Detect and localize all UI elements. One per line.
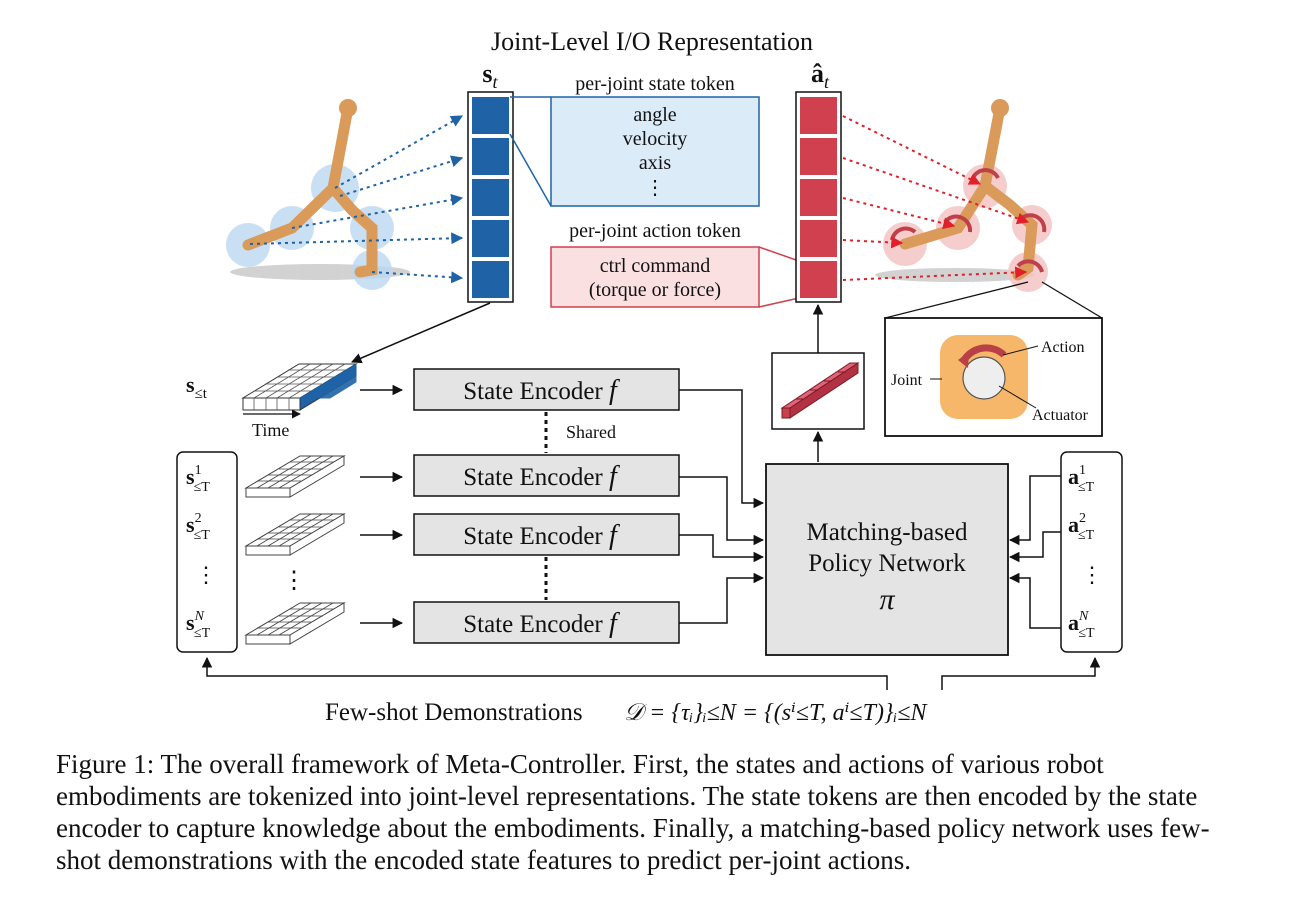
inset-joint-label: Joint: [891, 372, 923, 389]
state-token: [472, 97, 509, 134]
state-token-line: ⋮: [645, 177, 665, 199]
encoder-label: State Encoder: [463, 611, 603, 638]
actions-to-policy-arrows: [1008, 475, 1061, 629]
state-token: [472, 179, 509, 216]
action-mapping-arrows: [842, 115, 1030, 281]
svg-text:State Encoder f: State Encoder f: [463, 608, 620, 639]
action-vector: ât: [795, 59, 842, 303]
demo-state-grids: [244, 455, 346, 645]
demo-actions-box: a1≤T a2≤T ⋮ aN≤T: [1060, 451, 1123, 653]
robot-right-illustration: [875, 99, 1052, 292]
action-token: [800, 179, 837, 216]
action-token-callout: per-joint action token ctrl command (tor…: [550, 220, 800, 308]
action-token-line: ctrl command: [600, 255, 711, 277]
state-vector: st: [467, 59, 514, 303]
encoder-to-policy-arrows: [679, 389, 765, 624]
encoder-label: State Encoder: [463, 464, 603, 491]
encoder-symbol: f: [609, 520, 620, 551]
demo-states-box: s1≤T s2≤T ⋮ sN≤T: [176, 451, 238, 653]
encoder-symbol: f: [609, 375, 620, 406]
policy-label-line: Policy Network: [808, 550, 966, 577]
action-token-heading: per-joint action token: [569, 220, 741, 242]
grid-ellipsis: ⋮: [282, 568, 306, 594]
demo-state-ellipsis: ⋮: [195, 562, 217, 587]
action-token-line: (torque or force): [589, 279, 721, 301]
state-encoder-demo-n: State Encoder f: [413, 601, 680, 644]
encoder-symbol: f: [609, 608, 620, 639]
demo-state-n: sN≤T: [186, 609, 211, 641]
state-token-heading: per-joint state token: [575, 73, 735, 95]
demo-state-2: s2≤T: [186, 511, 210, 543]
action-token: [800, 220, 837, 257]
diagram-title: Joint-Level I/O Representation: [491, 27, 813, 56]
state-encoder-demo-2: State Encoder f: [413, 513, 680, 556]
state-token: [472, 138, 509, 175]
state-encoder-demo-1: State Encoder f: [413, 454, 680, 497]
framework-diagram: Joint-Level I/O Representation st per-jo…: [176, 27, 1123, 726]
action-token: [800, 97, 837, 134]
shared-label: Shared: [566, 422, 616, 442]
policy-symbol: π: [879, 583, 895, 616]
grid-to-encoder-arrows: [360, 384, 404, 629]
action-vector-label: ât: [811, 59, 830, 92]
inset-action-label: Action: [1041, 339, 1085, 356]
figure-caption: Figure 1: The overall framework of Meta-…: [56, 749, 1210, 875]
robot-left-illustration: [226, 99, 410, 290]
encoder-label: State Encoder: [463, 378, 603, 405]
demonstrations-feed-arrows: [201, 656, 1101, 690]
arrow-state-to-grid: [351, 302, 491, 364]
inset-actuator-label: Actuator: [1032, 407, 1089, 424]
output-token-block: [771, 352, 865, 430]
time-label: Time: [252, 420, 289, 440]
joint-inset: Action Joint Actuator: [884, 281, 1103, 437]
state-token-line: axis: [639, 152, 671, 174]
policy-label-line: Matching-based: [806, 519, 968, 546]
encoder-symbol: f: [609, 461, 620, 492]
demo-action-n: aN≤T: [1068, 609, 1095, 641]
state-token-line: angle: [633, 104, 676, 126]
state-token: [472, 261, 509, 298]
state-token-callout: per-joint state token angle velocity axi…: [509, 73, 760, 207]
state-token-line: velocity: [623, 128, 687, 150]
demonstrations-label: Few-shot Demonstrations: [325, 699, 583, 726]
action-token: [800, 138, 837, 175]
svg-text:State Encoder f: State Encoder f: [463, 520, 620, 551]
query-state-grid: s≤t Time: [186, 363, 358, 440]
demonstrations-formula: 𝒟 = {τᵢ}ᵢ≤N = {(sⁱ≤T, aⁱ≤T)}ᵢ≤N: [624, 700, 929, 726]
state-encoder-query: State Encoder f: [413, 368, 680, 411]
demo-state-1: s1≤T: [186, 463, 210, 495]
svg-text:State Encoder f: State Encoder f: [463, 461, 620, 492]
svg-text:State Encoder f: State Encoder f: [463, 375, 620, 406]
demo-action-2: a2≤T: [1068, 511, 1095, 543]
query-state-label: s≤t: [186, 372, 208, 402]
state-mapping-arrows: [249, 115, 464, 284]
demo-action-ellipsis: ⋮: [1081, 562, 1103, 587]
policy-network: Matching-based Policy Network π: [765, 463, 1009, 656]
encoder-label: State Encoder: [463, 523, 603, 550]
state-vector-label: st: [482, 59, 498, 92]
demo-action-1: a1≤T: [1068, 463, 1095, 495]
state-token: [472, 220, 509, 257]
action-token: [800, 261, 837, 298]
